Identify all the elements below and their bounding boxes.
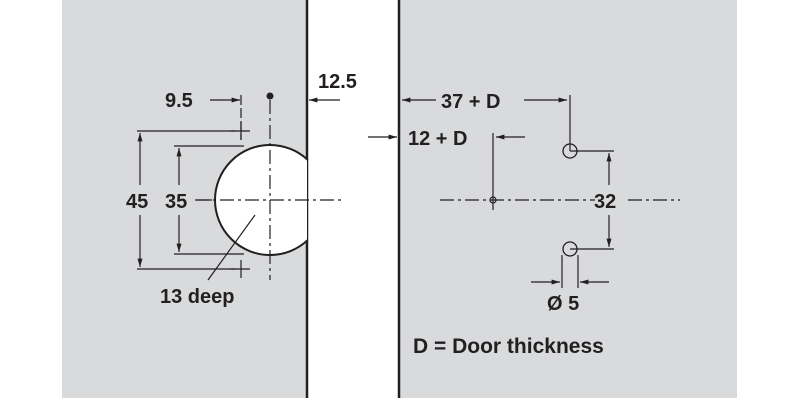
pivot-dot xyxy=(266,92,274,100)
dim-45-35 xyxy=(137,122,250,278)
door-panel xyxy=(399,0,737,398)
label-diameter-5: Ø 5 xyxy=(547,293,579,315)
label-35: 35 xyxy=(165,191,187,213)
depth-leader xyxy=(207,214,256,281)
label-12-plus-d: 12 + D xyxy=(408,128,467,150)
label-32: 32 xyxy=(594,191,616,213)
dim-9.5 xyxy=(210,95,242,140)
label-37-plus-d: 37 + D xyxy=(441,91,500,113)
legend-door-thickness: D = Door thickness xyxy=(413,335,604,358)
left-center-lines xyxy=(195,100,345,280)
label-13-deep: 13 deep xyxy=(160,286,234,308)
label-9.5: 9.5 xyxy=(165,90,193,112)
dim-12.5 xyxy=(309,97,397,140)
label-12.5: 12.5 xyxy=(318,71,357,93)
pilot-hole xyxy=(489,196,497,204)
label-45: 45 xyxy=(126,191,148,213)
dim-37-plus-d xyxy=(402,95,571,151)
dim-diameter-5 xyxy=(531,255,609,288)
dim-32 xyxy=(570,150,614,250)
